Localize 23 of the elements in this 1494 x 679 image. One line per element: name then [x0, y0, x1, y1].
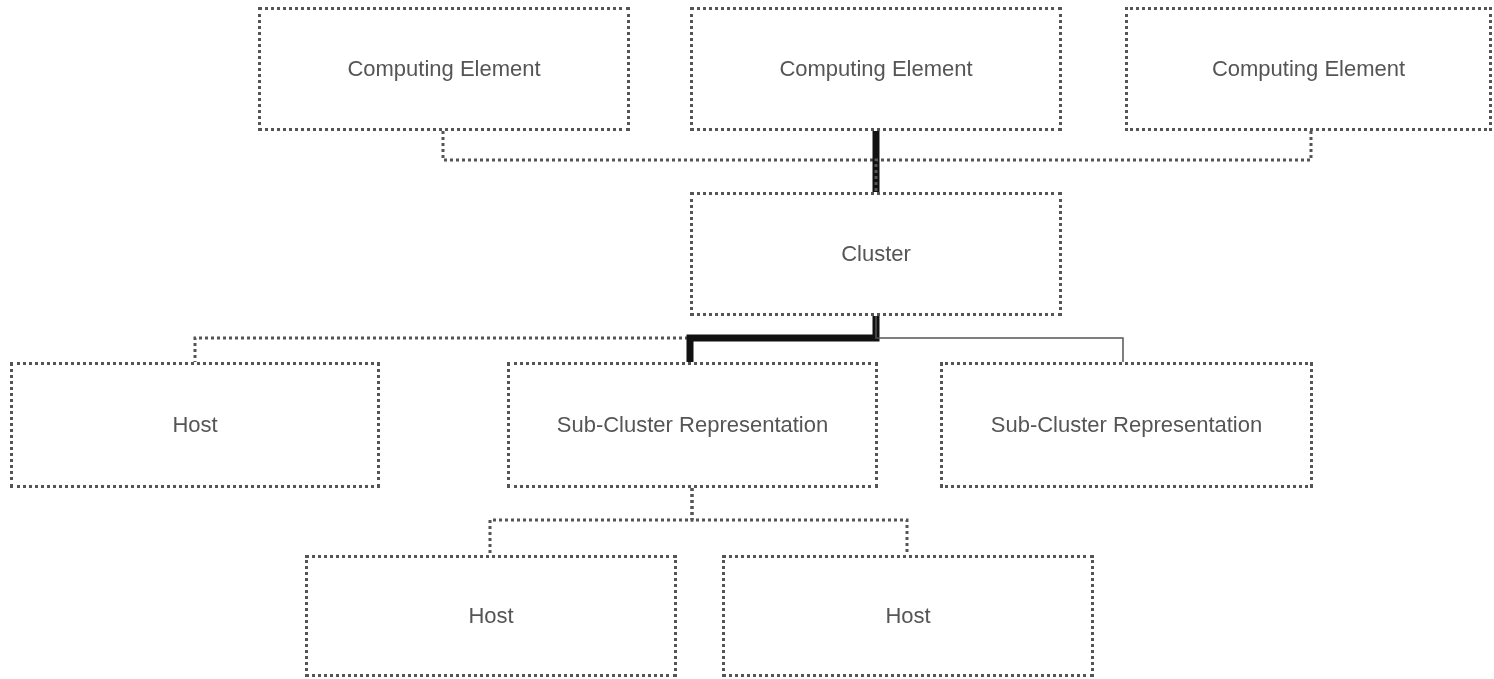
process-box — [258, 7, 630, 131]
box-label: Computing Element — [779, 56, 973, 82]
connector-line — [872, 131, 880, 192]
box-label: Host — [885, 603, 931, 629]
process-box — [690, 7, 1062, 131]
connector-line — [875, 315, 1124, 363]
process-box — [940, 362, 1313, 488]
process-box — [305, 555, 677, 677]
process-box — [690, 192, 1062, 316]
box-label: Computing Element — [347, 56, 541, 82]
connector-line — [686, 316, 880, 362]
box-label: Host — [468, 603, 514, 629]
box-label: Computing Element — [1211, 56, 1406, 82]
box-label: Sub-Cluster Representation — [556, 412, 829, 438]
process-box — [507, 362, 878, 488]
process-box — [1125, 7, 1492, 131]
box-label: Host — [172, 412, 218, 438]
box-label: Sub-Cluster Representation — [990, 412, 1263, 438]
connector-line — [874, 131, 1313, 192]
process-box — [722, 555, 1094, 677]
connector-line — [690, 488, 909, 555]
process-box — [10, 362, 380, 488]
box-label: Cluster — [841, 241, 911, 267]
